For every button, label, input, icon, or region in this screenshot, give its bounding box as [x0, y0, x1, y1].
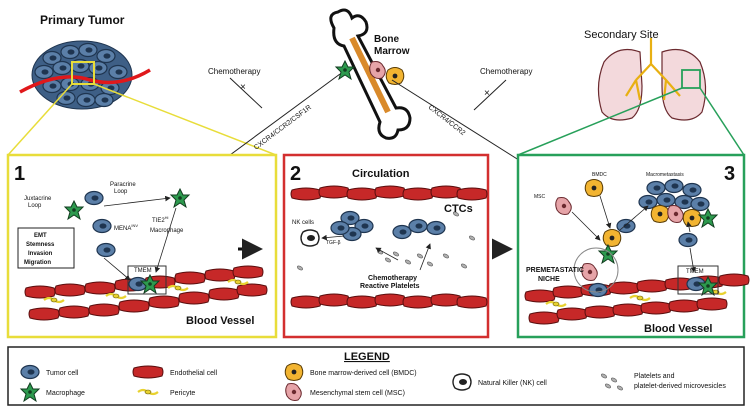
chemo-right-label: Chemotherapy: [480, 67, 532, 76]
legend-msc: Mesenchymal stem cell (MSC): [310, 390, 405, 397]
legend-macrophage: Macrophage: [46, 390, 85, 397]
secondary-site-label: Secondary Site: [584, 29, 659, 41]
chemo-left-arrow: [229, 77, 263, 109]
bmdc-label: BMDC: [592, 172, 607, 178]
circulation-label: Circulation: [352, 168, 410, 180]
lung-zoom-box: [681, 69, 701, 89]
tgfb-label: TGF-β: [326, 240, 341, 246]
panel-1-box-migration: Migration: [24, 260, 51, 266]
panel-1-box-invasion: Invasion: [28, 251, 53, 257]
panel-1-vessel-label: Blood Vessel: [186, 315, 254, 327]
primary-tumor: [7, 40, 277, 156]
paracrine-label-2: Loop: [114, 189, 128, 195]
panel-1-box-emt: EMT: [34, 233, 47, 239]
panel-3-number: 3: [724, 163, 735, 185]
juxtacrine-label-1: Juxtacrine: [24, 196, 52, 202]
primary-tumor-label: Primary Tumor: [40, 13, 125, 27]
panel-1-tmem-label: TMEM: [134, 268, 152, 274]
bone-illustration: [329, 8, 412, 140]
chemo-left-block: ×: [240, 82, 246, 93]
mena-label: MENAINV: [114, 223, 138, 232]
panel-1-number: 1: [14, 163, 25, 185]
bone-marrow-label-line1: Bone: [374, 34, 399, 45]
msc-label: MSC: [534, 194, 546, 200]
lungs-illustration: [517, 38, 745, 156]
panel-1-box-stemness: Stemness: [26, 242, 55, 248]
legend-endothelial: Endothelial cell: [170, 370, 218, 377]
panel-3-tmem-label: TMEM: [686, 269, 704, 275]
premetastatic-label-2: NICHE: [538, 276, 560, 283]
panel-2-vessel-bottom: [290, 293, 488, 309]
panel-1: 1: [6, 153, 278, 339]
legend-pericyte: Pericyte: [170, 390, 195, 397]
tie2-label: TIE2Hi: [152, 215, 169, 224]
panel-3: 3: [516, 153, 750, 339]
nk-cells-label: NK cells: [292, 220, 314, 226]
legend-platelets-1: Platelets and: [634, 373, 675, 380]
paracrine-label-1: Paracrine: [110, 182, 136, 188]
chemo-right-arrow: [473, 79, 507, 111]
legend-nk: Natural Killer (NK) cell: [478, 380, 547, 387]
legend-tumor-cell: Tumor cell: [46, 370, 79, 377]
reactive-platelets-label-1: Chemotherapy: [368, 275, 417, 282]
reactive-platelets-label-2: Reactive Platelets: [360, 283, 420, 290]
tie2-macrophage-label: Macrophage: [150, 228, 184, 234]
juxtacrine-label-2: Loop: [28, 203, 42, 209]
panel-2-number: 2: [290, 163, 301, 185]
panel-3-vessel-label: Blood Vessel: [644, 323, 712, 335]
chemo-right-block: ×: [484, 88, 490, 99]
tumor-zoom-box: [71, 61, 95, 85]
axis-right-label: CXCR4/CCR2: [427, 104, 467, 137]
axis-left-label: CXCR4/CCR2/CSF1R: [253, 104, 313, 151]
legend-bmdc: Bone marrow-derived cell (BMDC): [310, 370, 417, 377]
panel-2: 2: [282, 153, 490, 339]
macrometastasis-label: Macrometastasis: [646, 172, 684, 178]
legend-platelets-2: platelet-derived microvesicles: [634, 383, 726, 390]
panel-2-vessel-top: [290, 185, 488, 201]
chemo-left-label: Chemotherapy: [208, 67, 260, 76]
legend-title: LEGEND: [344, 351, 390, 363]
ctcs-label: CTCs: [444, 203, 473, 215]
premetastatic-label-1: PREMETASTATIC: [526, 267, 584, 274]
legend: [7, 346, 745, 406]
bone-marrow-label-line2: Marrow: [374, 46, 410, 57]
